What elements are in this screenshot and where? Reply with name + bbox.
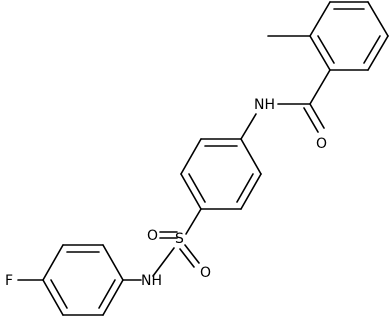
- sulfur-nh-bond: [152, 247, 175, 277]
- sulfonamide-nh-label: NH: [141, 273, 162, 289]
- ring-sulfur-bond: [185, 208, 202, 235]
- carbonyl-double-bond-b: [303, 107, 319, 133]
- nh-aryl-bond: [240, 113, 257, 140]
- sulfonyl-oxygen-right-label: O: [200, 265, 211, 281]
- carbonyl-oxygen-label: O: [316, 136, 327, 152]
- carbonyl-double-bond-a: [309, 103, 325, 129]
- ring-carbonyl-bond: [309, 69, 331, 105]
- fluorophenyl-ring: [42, 244, 124, 316]
- sulfonyl-oxygen-left-label: O: [147, 228, 158, 244]
- fluorine-label: F: [5, 273, 13, 289]
- central-ring: [180, 138, 262, 210]
- so-right-b: [179, 248, 195, 268]
- sulfur-label: S: [175, 231, 184, 247]
- so-right-a: [184, 244, 200, 264]
- tolyl-ring: [309, 1, 389, 71]
- amide-nh-label: NH: [254, 97, 275, 113]
